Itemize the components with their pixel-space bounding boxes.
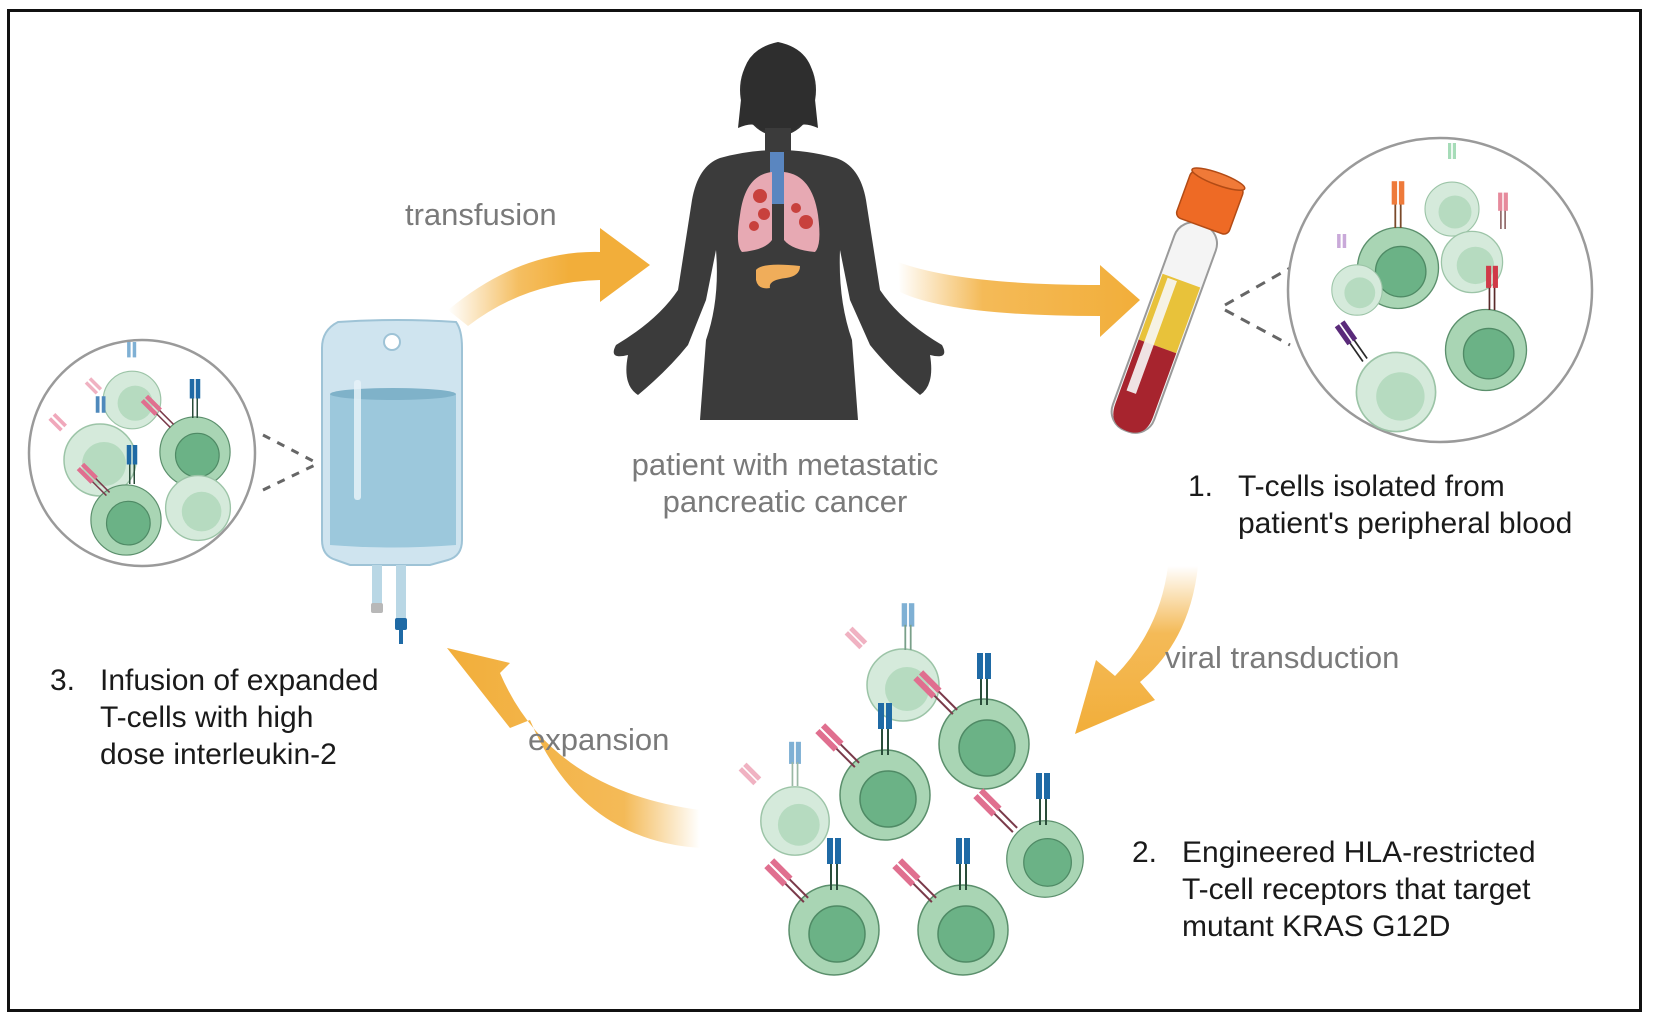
step-2-label: 2. Engineered HLA-restricted T-cell recep…: [1132, 834, 1536, 945]
step-3-number: 3.: [50, 664, 76, 697]
step-1-line2: patient's peripheral blood: [1238, 507, 1573, 540]
transfusion-arrow-icon: [448, 228, 650, 326]
patient-label-line2: pancreatic cancer: [662, 484, 908, 519]
step-3-label: 3. Infusion of expanded T-cells with high…: [50, 662, 379, 773]
step-2-line3: mutant KRAS G12D: [1182, 910, 1451, 943]
step-2-line1: Engineered HLA-restricted: [1182, 836, 1536, 869]
receptor-icon: [1448, 143, 1456, 159]
patient-silhouette-icon: [613, 42, 945, 420]
step-2-number: 2.: [1132, 836, 1158, 869]
iv-bag-icon: [321, 319, 463, 644]
viral-transduction-label: viral transduction: [1165, 640, 1400, 675]
zoom-indicator-lines-iv: [262, 433, 316, 492]
patient-label-line1: patient with metastatic: [631, 447, 939, 482]
step-1-label: 1. T-cells isolated from patient's periph…: [1188, 468, 1572, 542]
step-3-line1: Infusion of expanded: [100, 664, 379, 697]
patient-label: patient with metastatic pancreatic cance…: [620, 446, 950, 520]
expansion-label: expansion: [528, 722, 670, 757]
step-3-line2: T-cells with high: [100, 701, 314, 734]
step-1-line1: T-cells isolated from: [1238, 470, 1505, 503]
step-2-line2: T-cell receptors that target: [1182, 873, 1531, 906]
engineered-tcells-cluster: [738, 603, 1084, 976]
viral-transduction-arrow-icon: [1075, 566, 1198, 734]
isolated-tcells-magnifier: [1286, 136, 1594, 444]
transfusion-label: transfusion: [405, 197, 557, 232]
expanded-tcells-magnifier: [27, 338, 257, 568]
isolation-arrow-icon: [898, 262, 1140, 337]
zoom-indicator-lines: [1224, 266, 1291, 347]
blood-tube-icon: [1110, 167, 1246, 434]
expansion-arrow-icon: [447, 648, 700, 848]
step-3-line3: dose interleukin-2: [100, 738, 337, 771]
step-1-number: 1.: [1188, 470, 1214, 503]
